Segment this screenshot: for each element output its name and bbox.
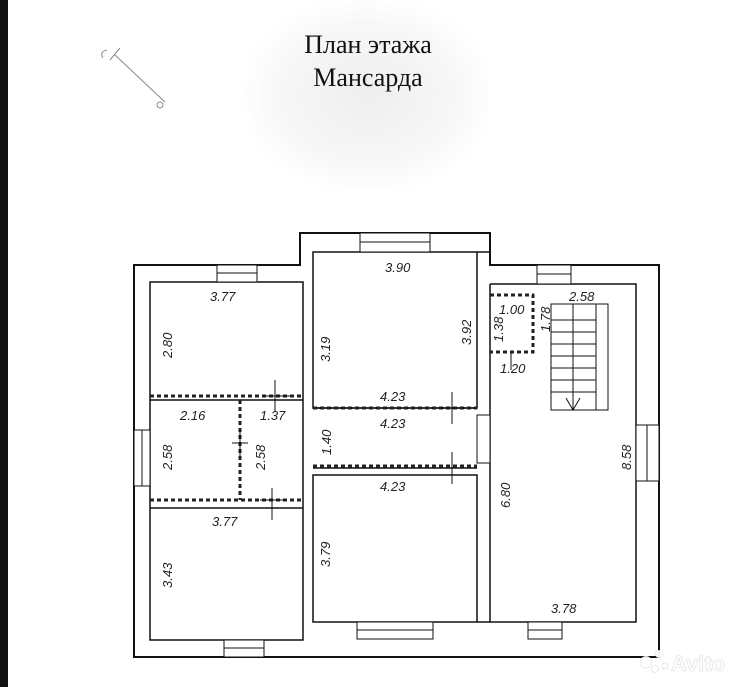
dim-room-mid-left-width: 2.16	[179, 408, 206, 423]
avito-watermark-text: Avito	[671, 651, 725, 676]
dim-room-top-mid-height-left: 3.19	[318, 337, 333, 362]
dim-room-bottom-mid-height: 3.79	[318, 542, 333, 567]
dim-small-room-height-right: 1.78	[538, 306, 553, 332]
staircase	[550, 303, 609, 411]
dim-room-top-mid-width: 3.90	[385, 260, 411, 275]
windows	[133, 232, 660, 658]
dim-stair-width: 2.58	[568, 289, 595, 304]
north-arrow-icon	[101, 47, 166, 109]
dim-small-room-width: 1.00	[499, 302, 525, 317]
dim-small-room-height-left: 1.38	[491, 316, 506, 342]
door-marks	[232, 352, 512, 520]
dim-room-bottom-left-height: 3.43	[160, 562, 175, 588]
frame-border	[0, 0, 8, 687]
dim-room-mid-left-height: 2.58	[160, 444, 175, 471]
dim-room-mid-small-height: 2.58	[253, 444, 268, 471]
dim-room-mid-small-width: 1.37	[260, 408, 286, 423]
dim-room-top-left-width: 3.77	[210, 289, 236, 304]
dim-hall-bottom-width: 3.78	[551, 601, 577, 616]
dim-corridor-upper: 4.23	[380, 389, 406, 404]
avito-dots-icon	[639, 649, 669, 673]
dim-room-bottom-left-width: 3.77	[212, 514, 238, 529]
title-background	[245, 0, 490, 190]
plan-title-line-2: Мансарда	[313, 63, 423, 92]
plan-title-line-1: План этажа	[304, 30, 432, 59]
dim-room-top-left-height: 2.80	[160, 332, 175, 359]
dim-corridor-mid: 4.23	[380, 416, 406, 431]
dim-corridor-width: 1.40	[319, 429, 334, 455]
dim-small-room-bottom: 1.20	[500, 361, 526, 376]
dim-corridor-lower: 4.23	[380, 479, 406, 494]
avito-watermark: Avito	[639, 649, 725, 676]
dim-room-top-mid-height-right: 3.92	[459, 319, 474, 345]
dim-hall-right-height: 8.58	[619, 444, 634, 470]
plan-title: План этажа Мансарда	[248, 28, 488, 94]
dim-hall-height: 6.80	[498, 482, 513, 508]
